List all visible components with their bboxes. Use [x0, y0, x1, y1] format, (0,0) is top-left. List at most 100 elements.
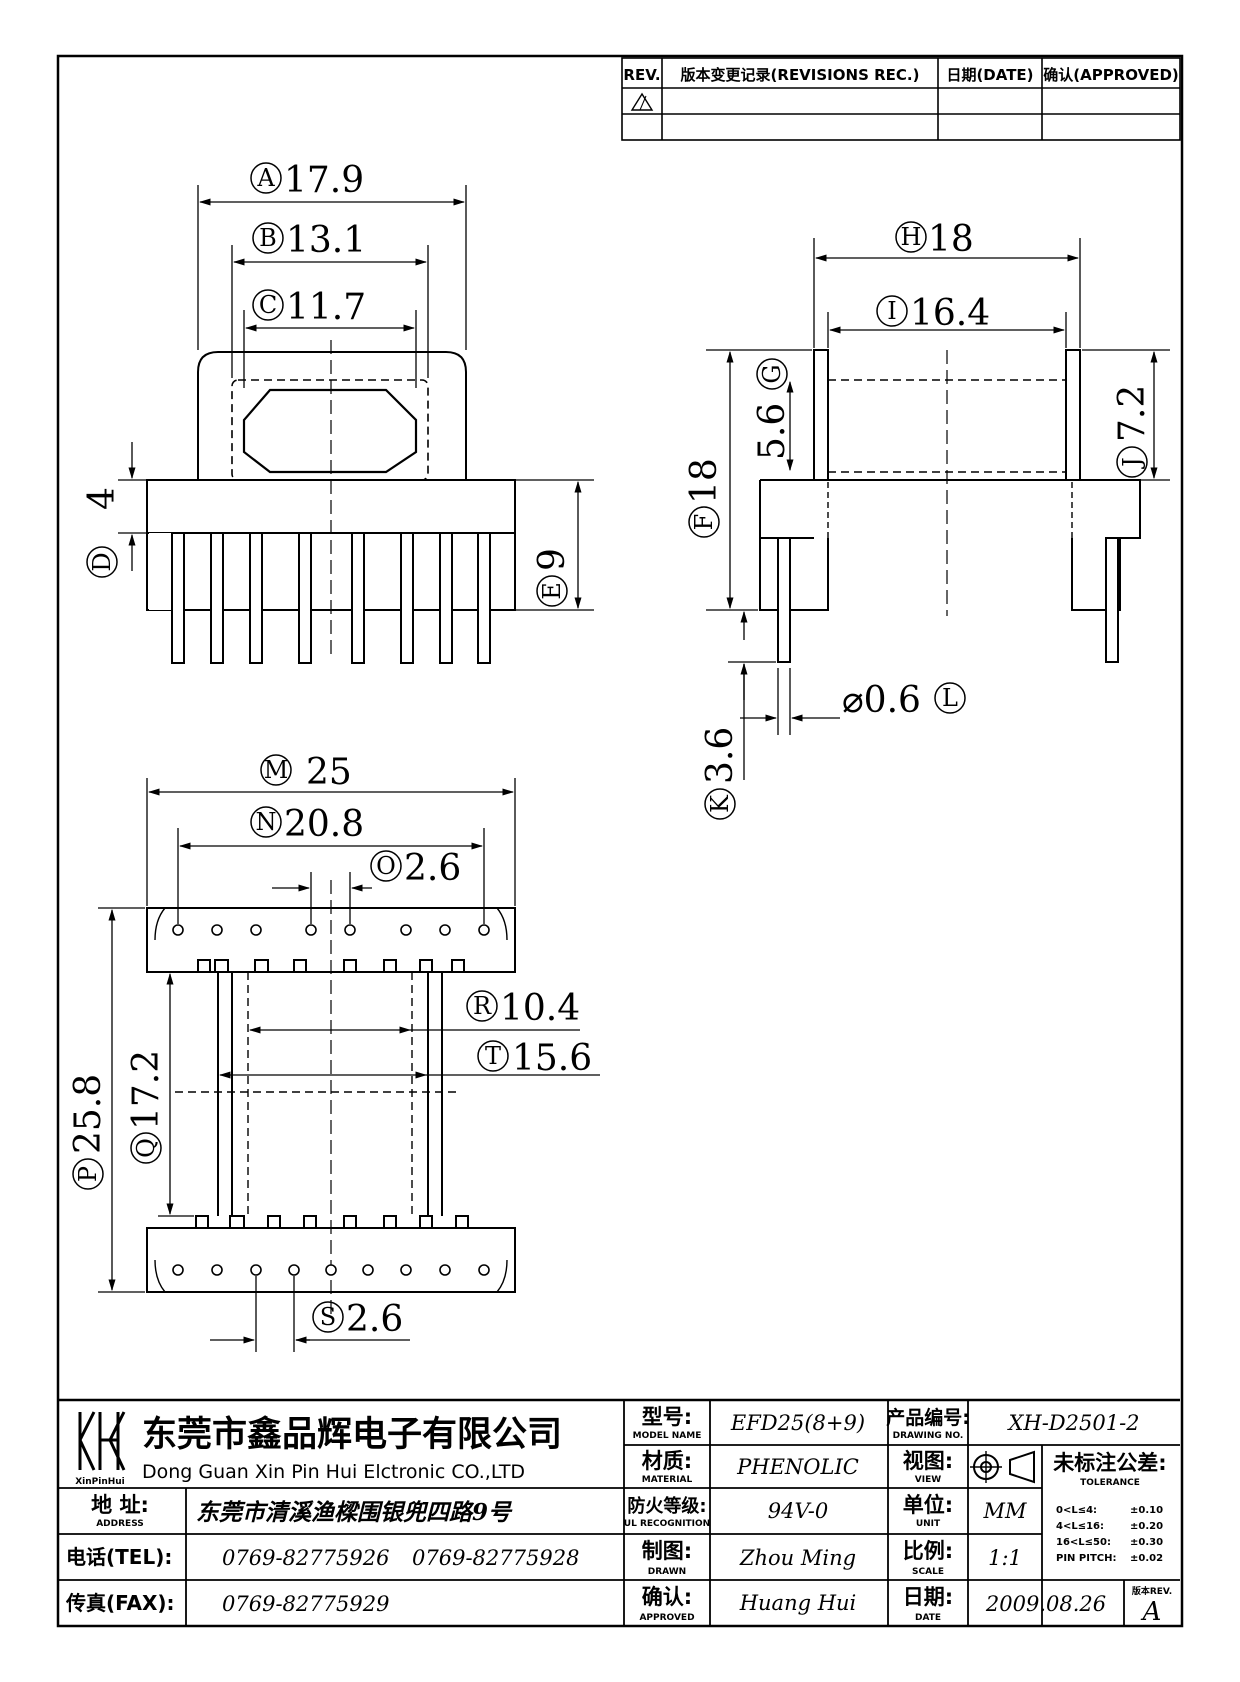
unit-value: MM: [982, 1499, 1027, 1523]
dim-J-label: J 7.2: [1112, 385, 1153, 478]
svg-text:A: A: [256, 164, 275, 192]
tolerance-range-2: 4<L≤16:: [1056, 1521, 1104, 1532]
scale-label: 比例:: [903, 1539, 953, 1563]
tolerance-label: 未标注公差:: [1053, 1451, 1166, 1475]
drawing-no-value: XH-D2501-2: [1006, 1411, 1139, 1435]
side-view: [759, 349, 1141, 663]
logo-text: XinPinHui: [75, 1477, 125, 1487]
address-label: 地 址:: [91, 1493, 149, 1517]
svg-text:10.4: 10.4: [500, 988, 580, 1029]
svg-text:Q: Q: [132, 1138, 160, 1158]
dim-L-label: ⌀0.6 L: [842, 680, 966, 721]
drawn-label-en: DRAWN: [648, 1567, 686, 1577]
svg-text:3.6: 3.6: [700, 727, 741, 784]
rev-value: A: [1141, 1597, 1162, 1627]
svg-text:20.8: 20.8: [284, 804, 364, 845]
address-value: 东莞市清溪渔樑围银兜四路9号: [196, 1499, 513, 1526]
dim-C-label: C 11.7: [252, 287, 366, 328]
dim-M-label: M 25: [260, 752, 352, 793]
svg-text:M: M: [264, 756, 289, 784]
svg-text:C: C: [259, 291, 277, 319]
svg-text:G: G: [758, 364, 786, 383]
rev-header-date: 日期(DATE): [946, 66, 1033, 84]
scale-value: 1:1: [988, 1546, 1022, 1570]
date-label-en: DATE: [915, 1613, 941, 1623]
dim-S-label: S 2.6: [312, 1299, 403, 1340]
drawn-value: Zhou Ming: [739, 1546, 856, 1570]
svg-text:18: 18: [928, 219, 974, 260]
svg-text:16.4: 16.4: [910, 293, 990, 334]
svg-text:S: S: [320, 1303, 336, 1331]
side-view-dimension-lines: [706, 238, 1170, 780]
ul-label: 防火等级:: [627, 1495, 706, 1517]
dim-F-label: F 18: [684, 458, 725, 538]
svg-text:25: 25: [306, 752, 352, 793]
dim-A-label: A 17.9: [250, 160, 364, 201]
svg-text:L: L: [942, 684, 958, 712]
company-name-en: Dong Guan Xin Pin Hui Elctronic CO.,LTD: [142, 1461, 525, 1483]
svg-text:7.2: 7.2: [1112, 385, 1153, 442]
svg-text:⌀0.6: ⌀0.6: [842, 680, 921, 721]
dim-I-label: I 16.4: [876, 293, 990, 334]
dim-G-label: G 5.6: [752, 358, 793, 460]
revision-table: [621, 57, 1181, 141]
view-label-en: VIEW: [915, 1475, 941, 1485]
drawn-label: 制图:: [642, 1539, 692, 1563]
svg-text:5.6: 5.6: [752, 403, 793, 460]
svg-text:I: I: [887, 297, 896, 325]
dim-R-label: R 10.4: [466, 988, 580, 1029]
dim-H-label: H 18: [895, 219, 974, 260]
dim-O-label: O 2.6: [370, 848, 461, 889]
rev-header-rev: REV.: [623, 66, 660, 84]
model-label-en: MODEL NAME: [633, 1431, 702, 1441]
model-value: EFD25(8+9): [730, 1411, 865, 1435]
tolerance-range-4: PIN PITCH:: [1056, 1553, 1116, 1564]
ul-value: 94V-0: [768, 1499, 828, 1523]
svg-text:K: K: [706, 794, 734, 813]
projection-symbol-icon: [970, 1450, 1035, 1484]
bottom-view-pin-holes: [172, 924, 490, 1276]
rev-header-approved: 确认(APPROVED): [1043, 66, 1179, 84]
rev-header-revisions: 版本变更记录(REVISIONS REC.): [681, 66, 920, 84]
approved-label-en: APPROVED: [639, 1613, 694, 1623]
svg-text:J: J: [1118, 457, 1146, 470]
drawing-no-label: 产品编号:: [886, 1406, 970, 1429]
company-logo: [78, 1411, 126, 1471]
drawing-no-label-en: DRAWING NO.: [893, 1431, 964, 1441]
tel-label: 电话(TEL):: [66, 1545, 172, 1569]
drawing-border: [56, 54, 1184, 1628]
approved-value: Huang Hui: [739, 1591, 857, 1615]
svg-text:P: P: [74, 1166, 102, 1182]
approved-label: 确认:: [642, 1585, 692, 1609]
svg-text:13.1: 13.1: [286, 220, 366, 261]
material-label-en: MATERIAL: [642, 1475, 693, 1485]
bottom-view: [146, 880, 516, 1320]
unit-label-en: UNIT: [916, 1519, 941, 1529]
fax-value: 0769-82775929: [222, 1592, 389, 1616]
material-label: 材质:: [642, 1449, 692, 1473]
dim-Q-label: Q 17.2: [126, 1050, 167, 1164]
svg-text:N: N: [256, 808, 277, 836]
svg-text:11.7: 11.7: [286, 287, 366, 328]
dim-K-label: K 3.6: [700, 727, 741, 820]
dim-B-label: B 13.1: [252, 220, 366, 261]
dim-P-label: P 25.8: [68, 1074, 109, 1190]
svg-text:2.6: 2.6: [346, 1299, 403, 1340]
svg-text:9: 9: [532, 548, 573, 571]
svg-text:F: F: [690, 514, 718, 531]
tolerance-value-3: ±0.30: [1130, 1537, 1163, 1548]
front-view: [146, 340, 516, 660]
svg-text:25.8: 25.8: [68, 1074, 109, 1154]
svg-text:E: E: [538, 582, 566, 600]
dim-T-label: T 15.6: [477, 1038, 592, 1079]
svg-text:17.9: 17.9: [284, 160, 364, 201]
svg-text:15.6: 15.6: [512, 1038, 592, 1079]
scale-label-en: SCALE: [912, 1567, 944, 1577]
svg-text:17.2: 17.2: [126, 1050, 167, 1130]
rev-label: 版本REV.: [1131, 1585, 1172, 1597]
svg-text:H: H: [901, 223, 922, 251]
title-block-grid: [58, 1398, 1180, 1626]
svg-text:O: O: [376, 852, 396, 880]
tolerance-value-2: ±0.20: [1130, 1521, 1163, 1532]
